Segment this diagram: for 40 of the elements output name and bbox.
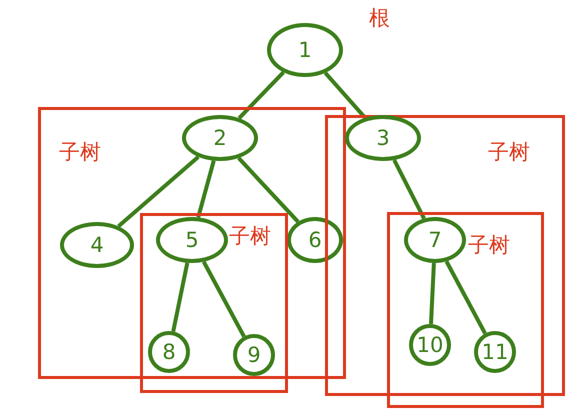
- node-number: 11: [482, 342, 508, 362]
- node-number: 5: [185, 230, 199, 250]
- tree-node-ellipse: [267, 23, 343, 77]
- subtree-label: 子树: [468, 235, 510, 256]
- tree-branch-line: [202, 260, 246, 338]
- subtree-frame: [387, 212, 544, 408]
- tree-branch-line: [196, 160, 216, 218]
- tree-node-ellipse: [233, 334, 275, 376]
- node-number: 6: [308, 230, 322, 250]
- node-number: 4: [90, 234, 104, 256]
- subtree-frame: [325, 115, 565, 396]
- root-label: 根: [369, 8, 390, 29]
- tree-node-ellipse: [182, 115, 258, 161]
- tree-branch-line: [444, 260, 487, 334]
- tree-branch-line: [238, 70, 285, 120]
- tree-node-ellipse: [287, 217, 343, 263]
- tree-node-ellipse: [60, 222, 134, 268]
- subtree-label: 子树: [229, 226, 271, 247]
- node-number: 2: [213, 128, 227, 148]
- node-number: 7: [428, 230, 442, 250]
- subtree-label: 子树: [59, 142, 101, 163]
- node-number: 1: [298, 40, 312, 60]
- node-number: 10: [416, 334, 444, 356]
- tree-node-ellipse: [409, 324, 451, 366]
- subtree-label: 子树: [488, 142, 530, 163]
- node-number: 8: [162, 342, 176, 362]
- node-number: 9: [247, 344, 261, 366]
- tree-node-ellipse: [148, 331, 190, 373]
- subtree-frame: [38, 107, 346, 379]
- tree-node-ellipse: [404, 217, 466, 263]
- tree-branch-line: [171, 262, 190, 332]
- tree-node-ellipse: [345, 115, 421, 161]
- tree-node-ellipse: [474, 331, 516, 373]
- subtree-frame: [140, 213, 288, 393]
- tree-branch-line: [429, 262, 436, 324]
- tree-branch-line: [237, 156, 300, 224]
- node-number: 3: [376, 128, 390, 148]
- tree-branch-line: [117, 155, 200, 228]
- tree-branch-line: [392, 159, 426, 220]
- tree-node-ellipse: [156, 217, 228, 263]
